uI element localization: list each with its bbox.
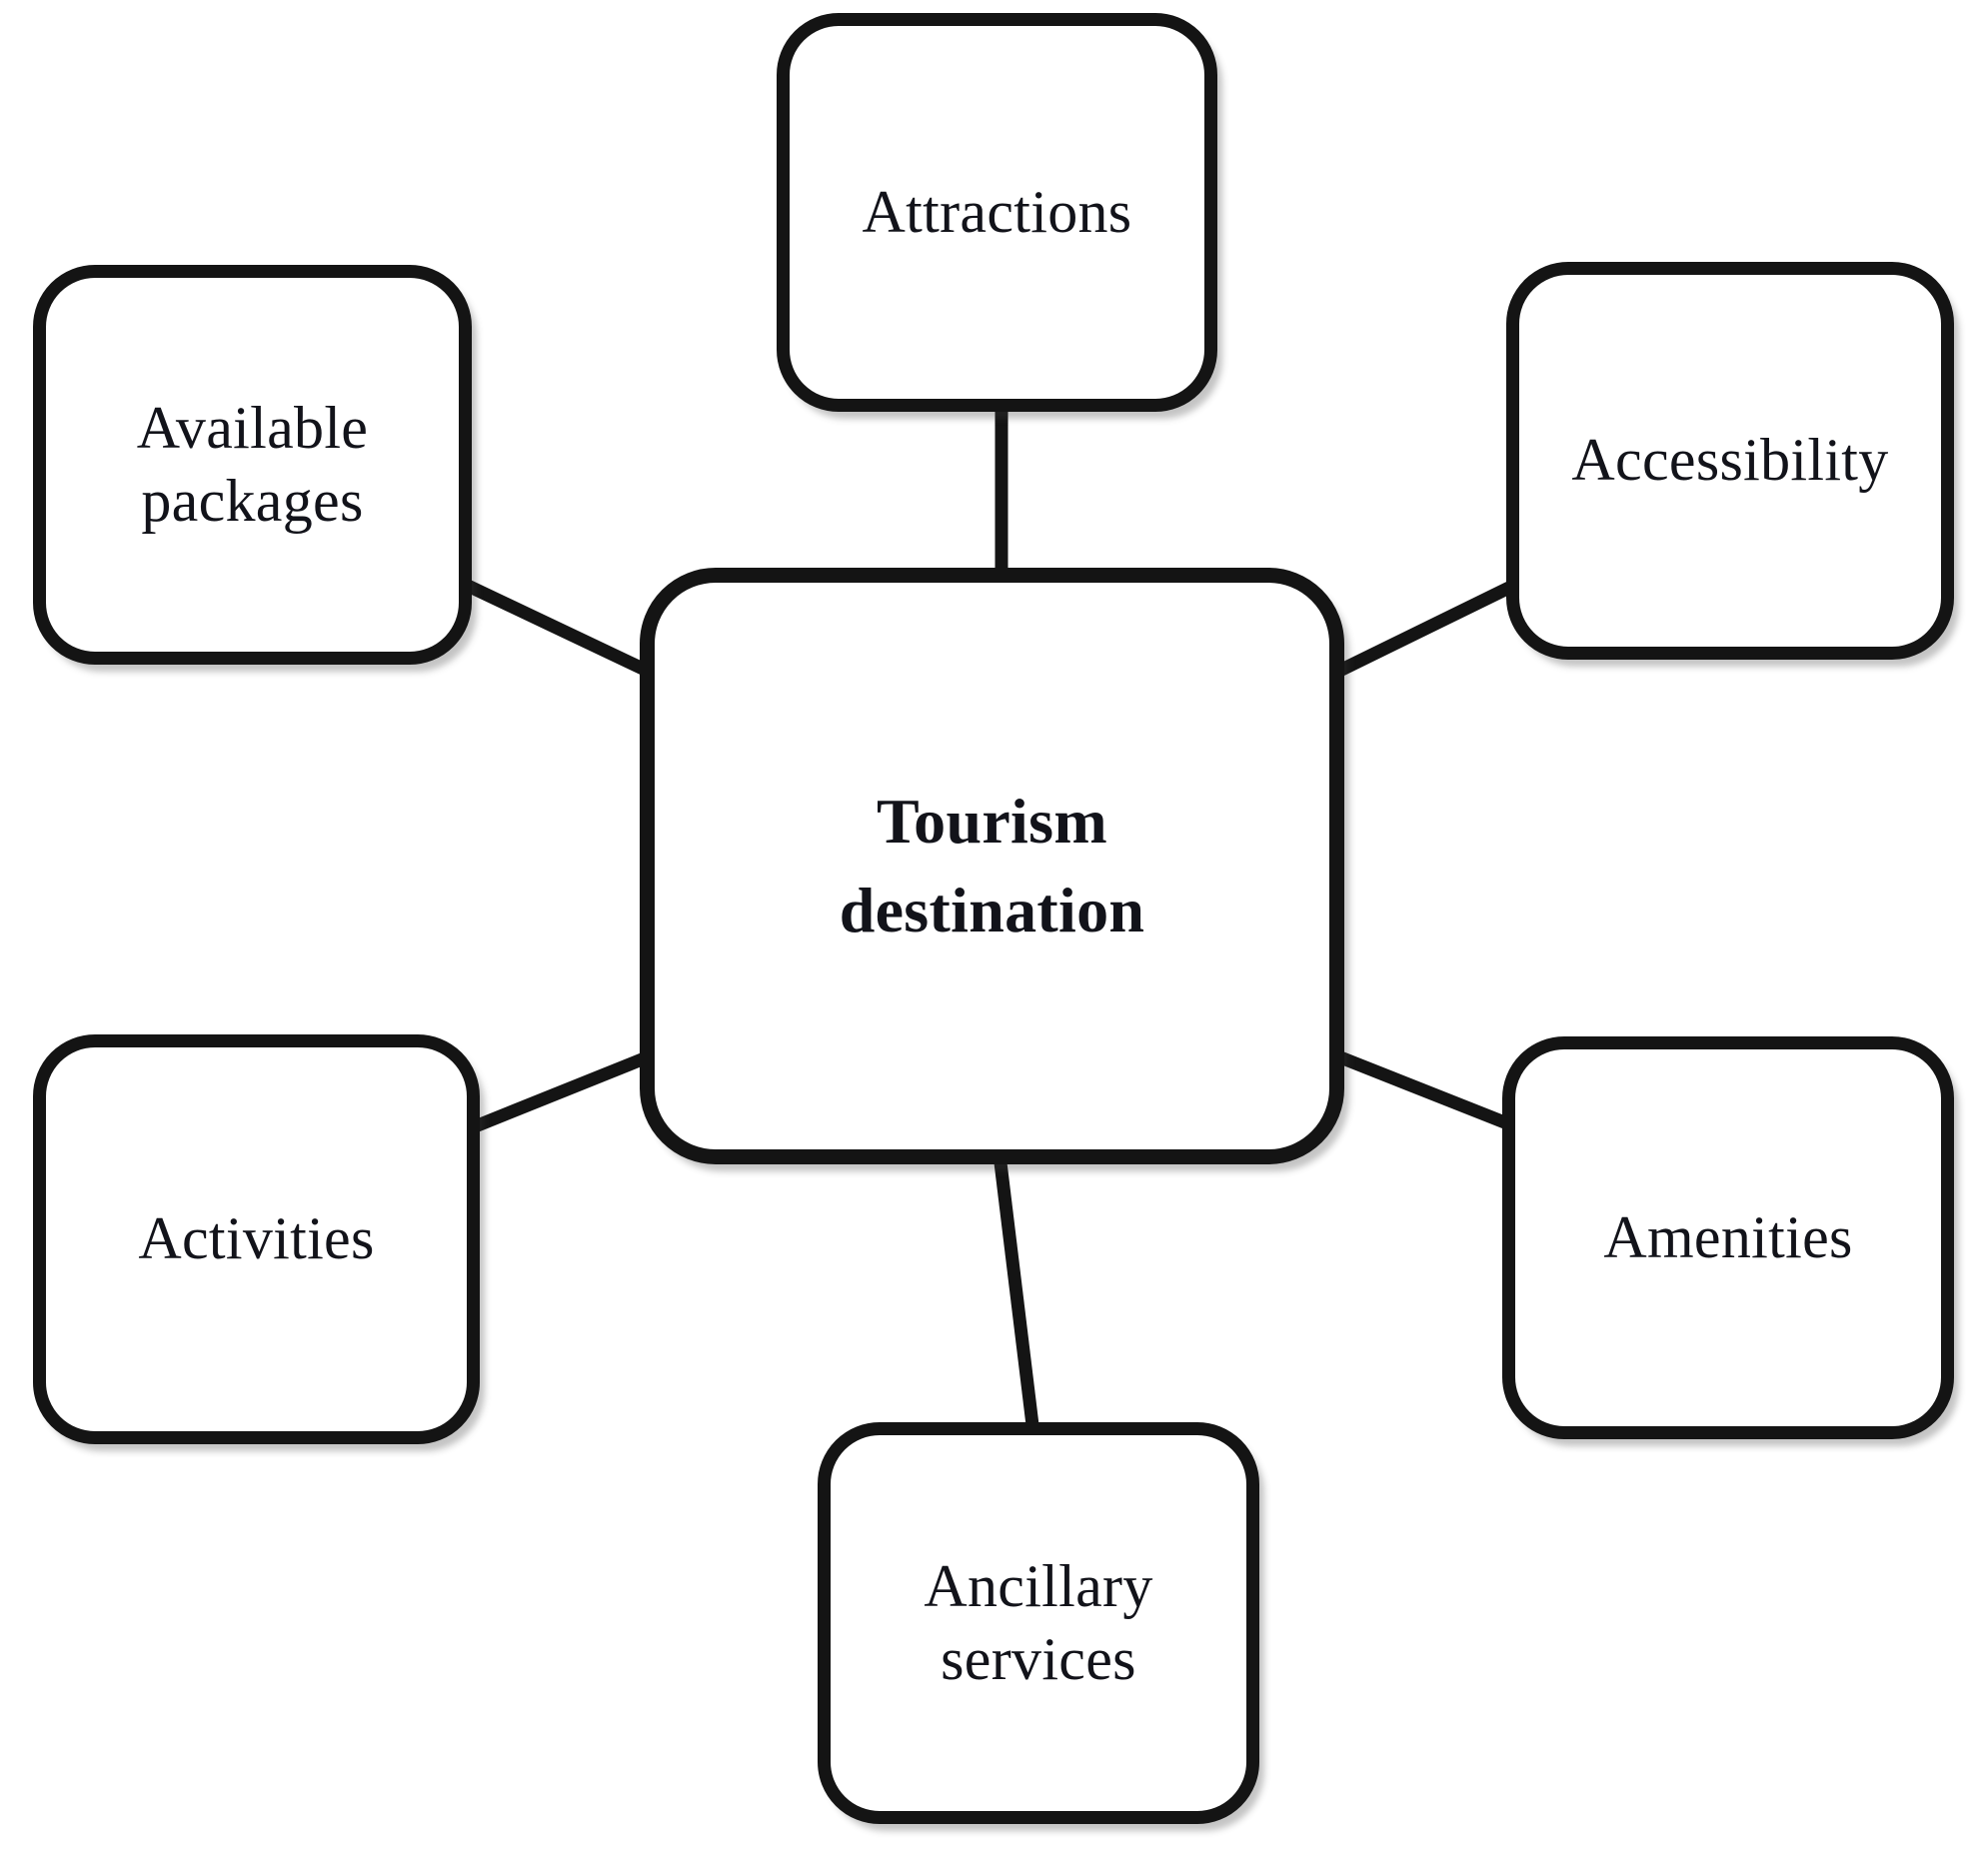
node-accessibility[interactable]: Accessibility (1506, 262, 1954, 660)
node-ancillary-services-label: Ancillary services (924, 1552, 1153, 1692)
connector-center-to-accessibility (1322, 578, 1520, 684)
node-attractions[interactable]: Attractions (777, 13, 1217, 412)
node-activities[interactable]: Activities (33, 1034, 480, 1444)
node-available-packages-label: Available packages (136, 394, 369, 534)
node-amenities[interactable]: Amenities (1502, 1036, 1954, 1439)
node-amenities-label: Amenities (1603, 1203, 1853, 1270)
connector-center-to-ancillary-services (993, 1153, 1040, 1434)
node-tourism-destination[interactable]: Tourism destination (640, 568, 1344, 1164)
node-available-packages[interactable]: Available packages (33, 265, 472, 665)
connector-center-to-amenities (1322, 1044, 1520, 1134)
node-accessibility-label: Accessibility (1571, 427, 1889, 494)
connector-center-to-activities (465, 1044, 665, 1136)
node-ancillary-services[interactable]: Ancillary services (818, 1422, 1259, 1824)
node-tourism-destination-label: Tourism destination (839, 786, 1145, 945)
node-attractions-label: Attractions (862, 178, 1132, 245)
connector-center-to-available-packages (465, 580, 665, 684)
node-activities-label: Activities (138, 1205, 375, 1272)
